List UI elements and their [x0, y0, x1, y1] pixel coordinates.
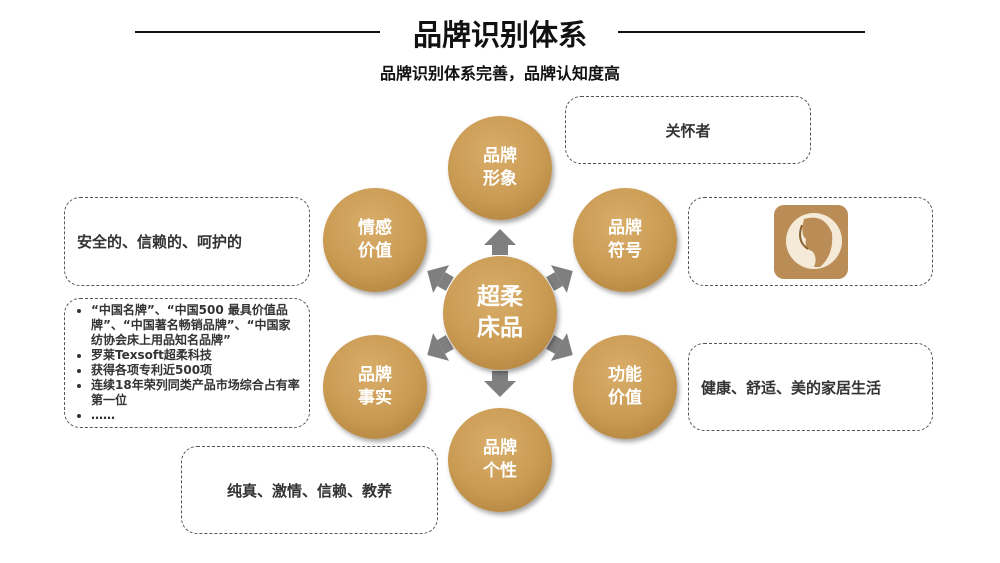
node-label: 品牌 [483, 438, 517, 459]
node-label: 个性 [483, 461, 517, 481]
node-label: 情感 [358, 218, 392, 239]
center-line1: 超柔 [477, 283, 523, 310]
center-line2: 床品 [477, 315, 523, 341]
list-item: 罗莱Texsoft超柔科技 [91, 348, 301, 363]
node-brand-symbol: 品牌符号 [573, 188, 677, 292]
node-label: 功能 [608, 365, 642, 386]
arrow-downleft-icon [437, 335, 454, 354]
box-brand-facts: “中国名牌”、“中国500 最具价值品牌”、“中国著名畅销品牌”、“中国家纺协会… [64, 298, 310, 428]
center-node: 超柔床品 [443, 256, 557, 370]
list-item: “中国名牌”、“中国500 最具价值品牌”、“中国著名畅销品牌”、“中国家纺协会… [91, 303, 301, 348]
title-rule-right [618, 31, 865, 33]
arrow-upright-icon [546, 272, 563, 291]
node-brand-image: 品牌形象 [448, 116, 552, 220]
node-brand-personality: 品牌个性 [448, 408, 552, 512]
arrow-downright-icon [546, 335, 563, 354]
arrow-down-icon [492, 371, 508, 381]
node-label: 品牌 [483, 146, 517, 167]
node-label: 形象 [483, 169, 517, 189]
box-brand-personality: 纯真、激情、信赖、教养 [181, 446, 438, 534]
brand-logo-icon [773, 204, 848, 279]
list-item: 连续18年荣列同类产品市场综合占有率第一位 [91, 378, 301, 408]
title-rule-left [135, 31, 380, 33]
arrow-up-head [484, 229, 516, 245]
box-text: 安全的、信赖的、呵护的 [77, 233, 243, 251]
node-label: 价值 [608, 388, 642, 408]
box-brand-image: 关怀者 [565, 96, 811, 164]
arrow-up-icon [492, 245, 508, 255]
node-label: 品牌 [358, 365, 392, 386]
node-label: 价值 [358, 241, 392, 261]
page-subtitle: 品牌识别体系完善，品牌认知度高 [379, 64, 620, 83]
arrow-upleft-icon [437, 272, 454, 291]
node-brand-facts: 品牌事实 [323, 335, 427, 439]
box-brand-symbol [688, 197, 933, 286]
box-text: 纯真、激情、信赖、教养 [226, 481, 392, 500]
list-item: …… [91, 408, 301, 423]
node-label: 品牌 [608, 218, 642, 239]
node-function-value: 功能价值 [573, 335, 677, 439]
node-emotional-value: 情感价值 [323, 188, 427, 292]
box-text: 关怀者 [665, 121, 711, 140]
page-title: 品牌识别体系 [412, 18, 587, 52]
facts-list: “中国名牌”、“中国500 最具价值品牌”、“中国著名畅销品牌”、“中国家纺协会… [77, 303, 301, 423]
box-emotional-value: 安全的、信赖的、呵护的 [64, 197, 310, 286]
box-function-value: 健康、舒适、美的家居生活 [688, 343, 933, 431]
list-item: 获得各项专利近500项 [91, 363, 301, 378]
node-label: 事实 [358, 388, 392, 408]
node-label: 符号 [608, 241, 642, 261]
box-text: 健康、舒适、美的家居生活 [701, 378, 882, 397]
